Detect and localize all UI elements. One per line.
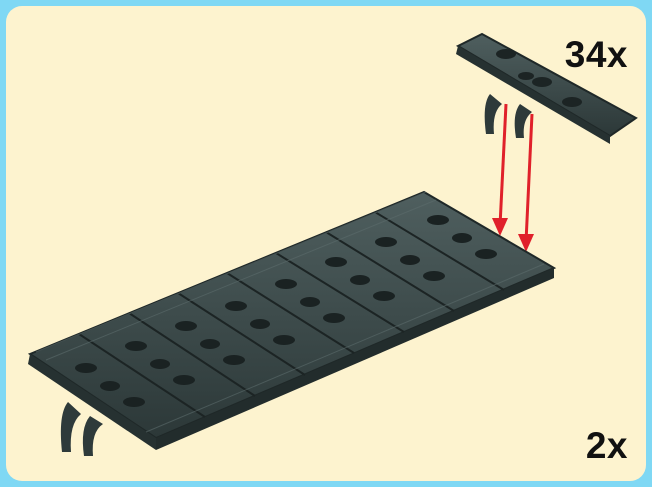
- instruction-panel: 34x 2x: [6, 6, 646, 481]
- tread-assembly-icon: [28, 192, 554, 456]
- attach-arrow-icon: [492, 104, 534, 252]
- instruction-illustration: [6, 6, 646, 481]
- quantity-label-bottom: 2x: [586, 425, 628, 467]
- quantity-label-top: 34x: [565, 34, 628, 76]
